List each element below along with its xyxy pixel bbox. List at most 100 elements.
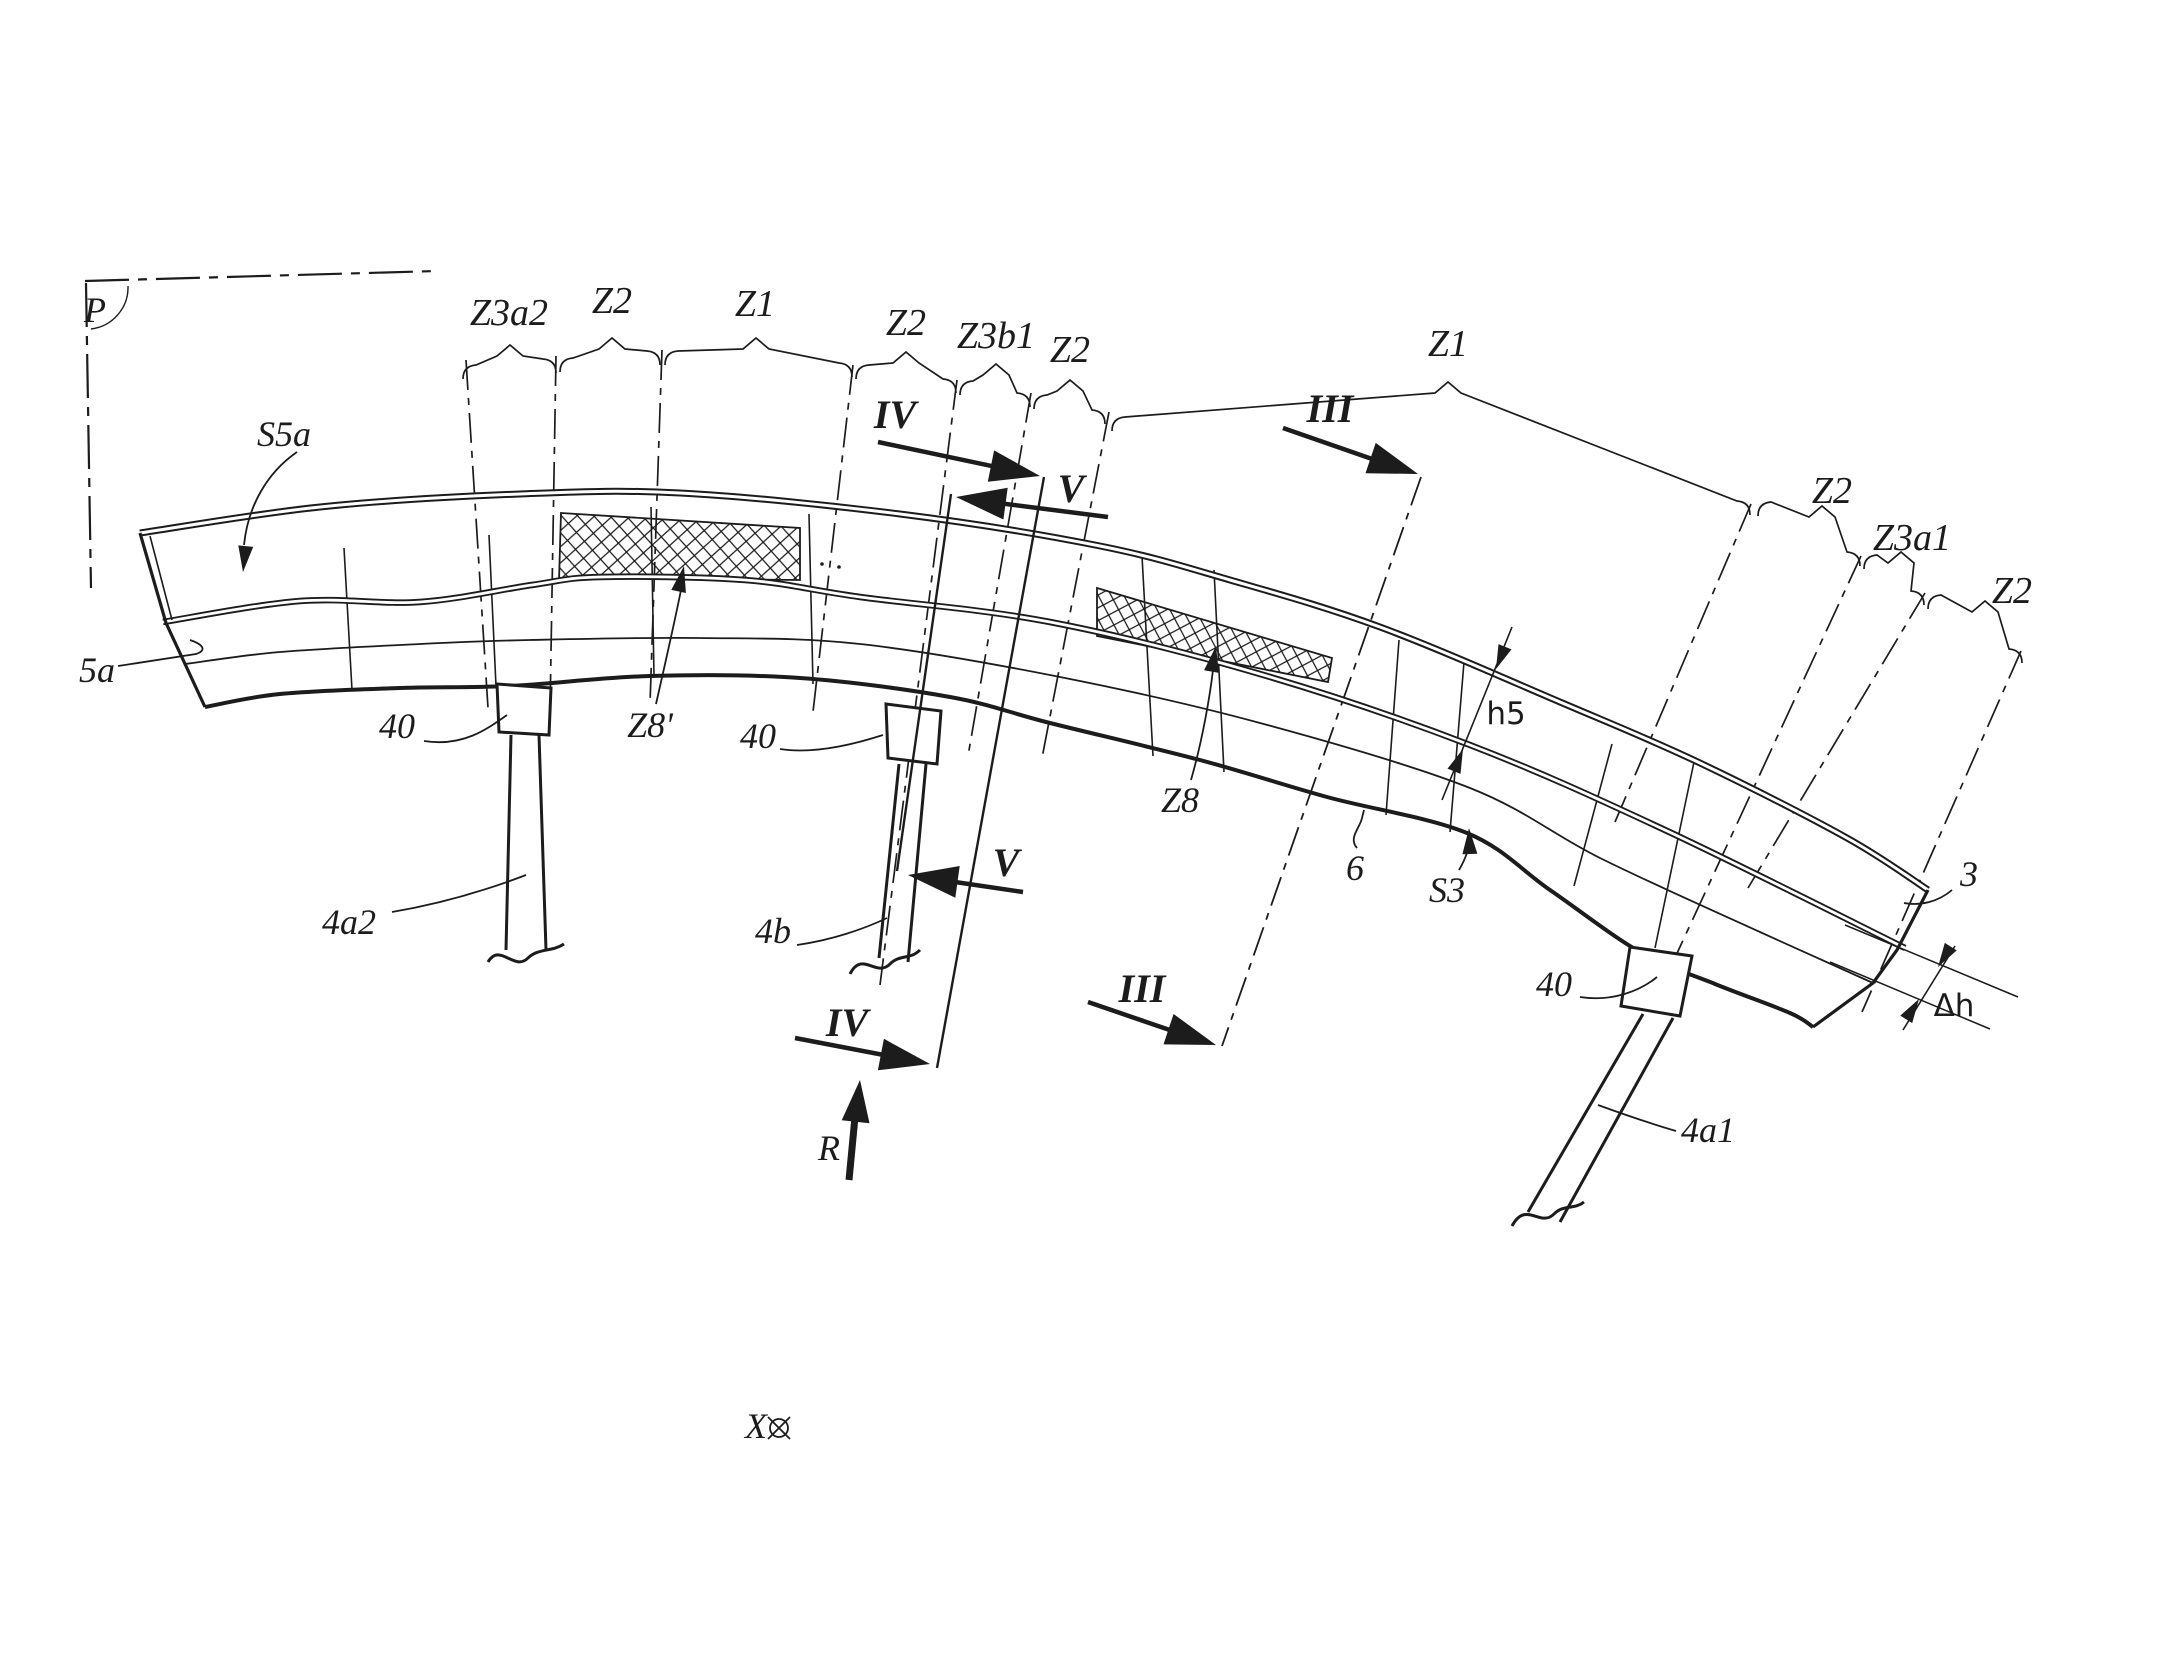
section-label-v-top: V	[1058, 466, 1088, 511]
dimension-delta-h: Δh	[1934, 988, 1975, 1024]
zone-brace	[462, 343, 557, 380]
zone-brace	[664, 336, 853, 378]
leader-lines	[117, 451, 1957, 1132]
leader-z8-arrowhead-icon	[1204, 646, 1219, 673]
callout-z8: Z8	[1161, 780, 1199, 820]
callout-40-mid: 40	[740, 716, 776, 756]
zone-label-z2-2: Z2	[886, 302, 926, 344]
section-iv-top-arrow-arrowhead-icon	[987, 450, 1040, 482]
plane-p-vertical-dashdot	[84, 282, 93, 589]
leader-4a1	[1597, 1104, 1677, 1132]
zone-boundary-dashdot-line	[812, 364, 854, 713]
zone-boundary-lines	[343, 349, 2022, 1047]
zone-brace	[855, 350, 957, 394]
callout-plane-p: P	[83, 290, 106, 330]
plane-p-horizontal-dashdot	[84, 269, 438, 283]
callout-6: 6	[1346, 848, 1364, 888]
hatched-zones	[558, 512, 1334, 684]
zone-boundary-dashdot-line	[967, 392, 1032, 757]
leg-break-4a1	[1510, 1200, 1585, 1227]
band-face-line	[808, 513, 814, 685]
leg-shaft-4a1	[1526, 1013, 1675, 1223]
leader-z8-prime-arrowhead-icon	[671, 566, 686, 593]
section-iii-bottom-arrow-arrowhead-icon	[1163, 1014, 1216, 1045]
leader-3	[1903, 889, 1953, 905]
zone-brace	[959, 362, 1031, 408]
zone-boundary-dashdot-line	[1614, 503, 1752, 823]
leg-shaft-4a2	[504, 734, 548, 951]
zone-brace	[1757, 501, 1861, 567]
zone-label-z1-left: Z1	[735, 283, 775, 325]
band-face-line	[1213, 569, 1225, 773]
zone-boundary-dashdot-line	[1747, 592, 1926, 889]
callout-4a1: 4a1	[1681, 1110, 1735, 1150]
section-iii-top-arrow-arrowhead-icon	[1365, 442, 1418, 474]
continuation-dot	[837, 565, 841, 569]
section-v-cut-line	[895, 493, 953, 872]
callout-z8-prime: Z8'	[627, 705, 674, 745]
plane-p-corner-arc	[90, 285, 129, 330]
zone-label-z2-4: Z2	[1812, 470, 1852, 512]
band-face-line	[650, 506, 655, 677]
callout-40-left: 40	[379, 706, 415, 746]
plane-p-corner	[84, 269, 438, 589]
leader-4b	[796, 917, 888, 946]
zone-brace	[1111, 380, 1751, 516]
section-label-v-bottom: V	[993, 840, 1023, 885]
zone-label-z3a2: Z3a2	[470, 292, 548, 334]
band-face-line	[1385, 639, 1400, 816]
callout-x-axis: X	[743, 1406, 769, 1446]
x-axis-symbol	[767, 1416, 791, 1440]
zone-boundary-dashdot-line	[465, 359, 489, 709]
zone-label-z1-right: Z1	[1428, 323, 1468, 365]
leg-break-4a2	[486, 942, 565, 964]
inner-shell-top-curve-core	[162, 575, 1906, 950]
zone-boundary-dashdot-line	[879, 379, 958, 986]
zone-boundary-dashdot-line	[1041, 411, 1110, 759]
leader-s5a-arrowhead-icon	[238, 545, 254, 572]
zone-brace	[559, 336, 661, 373]
dimension-h5: h5	[1486, 696, 1525, 732]
h5-lower-arrowhead-icon	[1447, 749, 1463, 774]
section-label-iv-top: IV	[873, 392, 920, 437]
leader-z8-prime	[655, 589, 682, 705]
mid-shell-curve	[184, 636, 1874, 984]
section-label-iii-top: III	[1306, 386, 1355, 431]
section-iv-bottom-arrow-arrowhead-icon	[877, 1038, 930, 1071]
callout-r-axis: R	[817, 1128, 840, 1168]
delta-h-lower-arrowhead-icon	[1900, 999, 1919, 1024]
zone-brace	[1033, 378, 1106, 425]
leader-s5a	[243, 451, 298, 546]
callout-4b: 4b	[755, 911, 791, 951]
leader-5a	[117, 639, 204, 667]
callout-4a2: 4a2	[322, 902, 376, 942]
zone-boundary-dashdot-line	[1861, 650, 2022, 1013]
leader-z8	[1190, 669, 1214, 781]
axis-into-page-icon	[769, 1418, 789, 1438]
leg-boss-4b	[884, 702, 943, 766]
section-label-iv-bottom: IV	[825, 1000, 872, 1045]
leg-break-4b	[848, 948, 922, 975]
delta-h-extension-line	[1829, 961, 1991, 1030]
section-label-iii-bottom: III	[1118, 966, 1167, 1011]
zone-label-z2-3: Z2	[1050, 329, 1090, 371]
hatch-zone-z8	[1096, 586, 1334, 684]
zone-label-z3b1: Z3b1	[957, 315, 1035, 357]
leader-40-right	[1579, 976, 1658, 1000]
section-iv-cut-line	[935, 476, 1046, 1069]
callout-5a: 5a	[79, 650, 115, 690]
leg-boss-4a1	[1619, 945, 1694, 1018]
outer-surface-s5a-curve-core	[139, 489, 1929, 892]
band-face-line	[1654, 761, 1695, 949]
zone-boundary-dashdot-line	[549, 355, 557, 713]
leader-s3-arrowhead-icon	[1462, 828, 1478, 855]
band-face-line	[1449, 661, 1465, 833]
band-face-line	[1141, 555, 1154, 757]
leader-40-left	[423, 714, 508, 744]
h5-upper-arrowhead-icon	[1496, 644, 1512, 669]
callout-40-right: 40	[1536, 964, 1572, 1004]
callout-s5a: S5a	[257, 414, 311, 454]
section-iii-trace-line	[1221, 476, 1422, 1047]
